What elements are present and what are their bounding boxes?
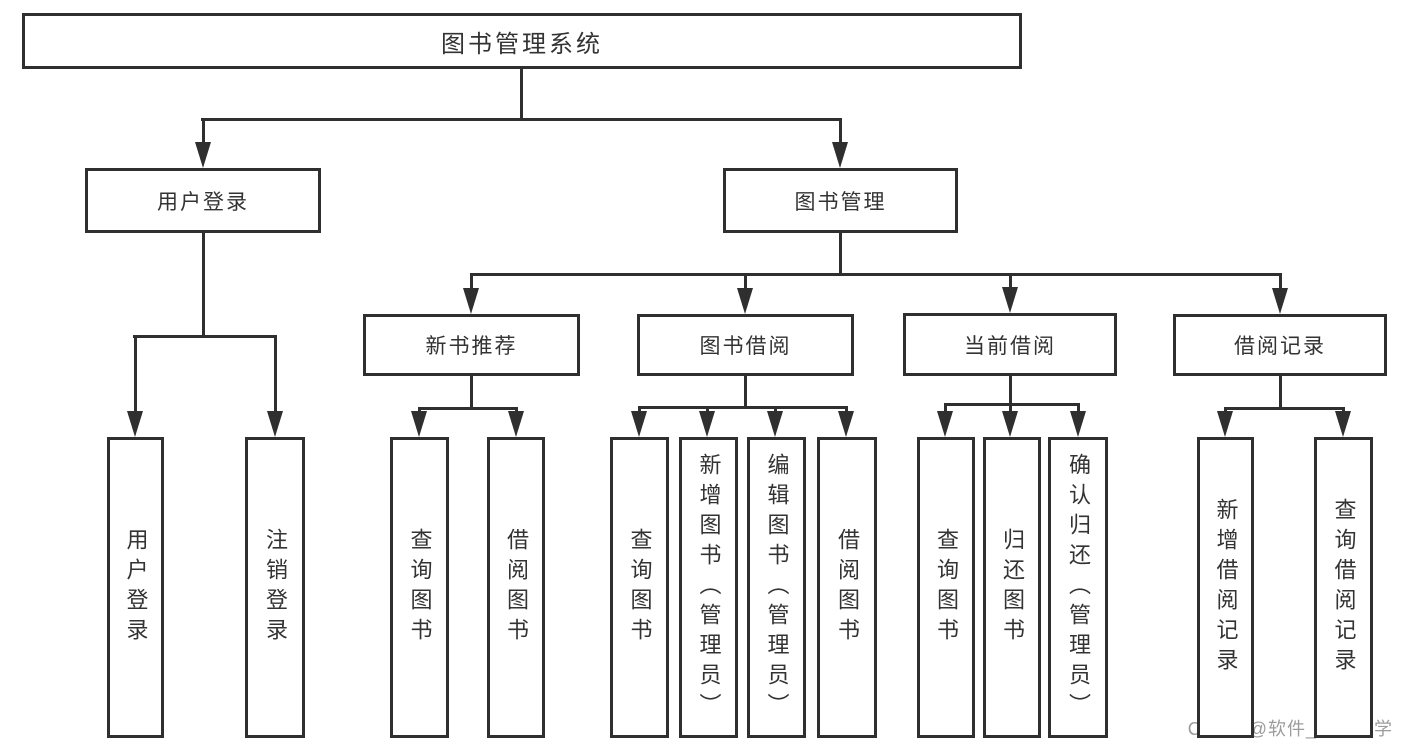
connector-line xyxy=(944,403,947,413)
node-label: 新增图书（管理员） xyxy=(696,452,722,723)
node-label: 编辑图书（管理员） xyxy=(764,452,790,723)
connector-line xyxy=(839,233,842,276)
node-label: 借阅记录 xyxy=(1234,335,1326,358)
node-label: 借阅图书 xyxy=(835,527,860,648)
node-label: 注销登录 xyxy=(263,527,288,648)
node-label: 查询图书 xyxy=(934,527,959,648)
arrowhead-down-icon xyxy=(1070,411,1086,437)
node-bor-edit-books: 编辑图书（管理员） xyxy=(747,437,806,738)
connector-line xyxy=(638,406,641,415)
node-cur-confirm-return: 确认归还（管理员） xyxy=(1048,437,1108,738)
node-cur-query-books: 查询图书 xyxy=(917,437,975,738)
connector-line xyxy=(1279,376,1282,410)
node-recd-add-borrow-rec: 新增借阅记录 xyxy=(1197,437,1254,738)
node-bor-add-books: 新增图书（管理员） xyxy=(679,437,738,738)
node-leaf-user-login: 用户登录 xyxy=(107,437,164,738)
node-label: 借阅图书 xyxy=(504,527,529,648)
node-borrow-records: 借阅记录 xyxy=(1173,314,1387,376)
connector-line xyxy=(944,403,1080,406)
arrowhead-down-icon xyxy=(832,142,848,168)
node-book-mgmt: 图书管理 xyxy=(723,168,958,233)
connector-line xyxy=(274,335,277,415)
node-book-borrow: 图书借阅 xyxy=(637,314,854,376)
connector-line xyxy=(1009,376,1012,406)
node-user-login: 用户登录 xyxy=(85,168,321,233)
arrowhead-down-icon xyxy=(127,411,143,437)
arrowhead-down-icon xyxy=(1002,411,1018,437)
connector-line xyxy=(1009,403,1012,413)
connector-line xyxy=(744,276,747,292)
node-label: 当前借阅 xyxy=(964,334,1056,358)
connector-line xyxy=(1009,276,1012,292)
arrowhead-down-icon xyxy=(1272,288,1288,314)
node-new-book-rec: 新书推荐 xyxy=(363,314,580,376)
arrowhead-down-icon xyxy=(1217,411,1233,437)
arrowhead-down-icon xyxy=(767,411,783,437)
connector-line xyxy=(638,406,848,409)
node-label: 归还图书 xyxy=(1000,527,1025,648)
node-current-borrow: 当前借阅 xyxy=(903,313,1117,376)
arrowhead-down-icon xyxy=(631,411,647,437)
connector-line xyxy=(470,273,1282,276)
node-bor-query-books: 查询图书 xyxy=(610,437,669,738)
connector-line xyxy=(418,407,518,410)
connector-line xyxy=(520,68,523,121)
connector-line xyxy=(774,406,777,415)
arrowhead-down-icon xyxy=(1335,411,1351,437)
connector-line xyxy=(133,335,277,338)
arrowhead-down-icon xyxy=(508,411,524,437)
arrowhead-down-icon xyxy=(838,411,854,437)
node-label: 图书管理 xyxy=(794,190,887,214)
connector-line xyxy=(202,118,205,146)
node-label: 图书管理系统 xyxy=(441,30,603,58)
arrowhead-down-icon xyxy=(737,288,753,314)
node-label: 新书推荐 xyxy=(425,335,518,358)
arrowhead-down-icon xyxy=(195,142,211,168)
arrowhead-down-icon xyxy=(1002,287,1018,313)
connector-line xyxy=(1224,407,1345,410)
connector-line xyxy=(470,276,473,292)
node-leaf-logout: 注销登录 xyxy=(245,437,305,738)
arrowhead-down-icon xyxy=(411,411,427,437)
node-root: 图书管理系统 xyxy=(22,13,1022,69)
connector-line xyxy=(134,335,137,415)
node-label: 确认归还（管理员） xyxy=(1066,452,1091,723)
connector-line xyxy=(845,406,848,415)
node-label: 图书借阅 xyxy=(699,335,792,358)
node-label: 查询借阅记录 xyxy=(1331,497,1357,678)
connector-line xyxy=(744,376,747,409)
node-label: 新增借阅记录 xyxy=(1213,497,1239,678)
node-bor-borrow-books: 借阅图书 xyxy=(817,437,877,738)
node-label: 查询图书 xyxy=(627,527,653,648)
connector-line xyxy=(839,118,842,146)
connector-line xyxy=(1279,276,1282,292)
node-rec-query-books: 查询图书 xyxy=(390,437,449,738)
arrowhead-down-icon xyxy=(267,411,283,437)
connector-line xyxy=(706,406,709,415)
connector-line xyxy=(202,233,205,337)
connector-line xyxy=(201,118,842,121)
connector-line xyxy=(470,376,473,410)
node-label: 查询图书 xyxy=(407,527,433,648)
arrowhead-down-icon xyxy=(937,411,953,437)
node-cur-return-books: 归还图书 xyxy=(983,437,1041,738)
arrowhead-down-icon xyxy=(699,411,715,437)
node-recd-query-borrow-rec: 查询借阅记录 xyxy=(1314,437,1373,738)
node-label: 用户登录 xyxy=(157,190,249,214)
arrowhead-down-icon xyxy=(463,288,479,314)
node-rec-borrow-books: 借阅图书 xyxy=(487,437,545,738)
connector-line xyxy=(1077,403,1080,413)
node-label: 用户登录 xyxy=(123,527,149,648)
